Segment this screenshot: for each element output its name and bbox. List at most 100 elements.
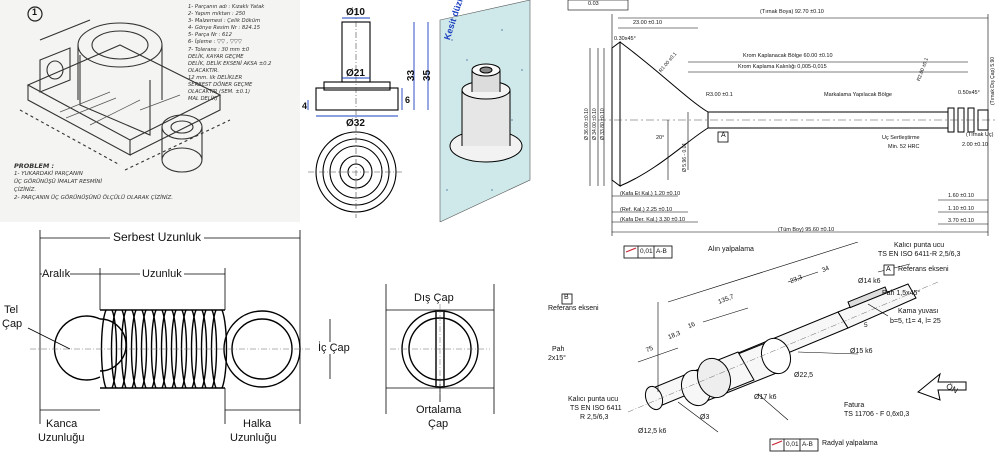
fatura-1: Fatura bbox=[844, 402, 865, 409]
ref-a-label: Referans ekseni bbox=[898, 266, 949, 273]
dim-tol: 0.03 bbox=[588, 1, 599, 7]
label-uzunluk: Uzunluk bbox=[140, 268, 184, 280]
ref-b-label: Referans ekseni bbox=[548, 305, 599, 312]
note-line: DELİK, KAYAR GEÇME bbox=[188, 53, 244, 60]
label-serbest: Serbest Uzunluk bbox=[110, 230, 205, 244]
dim-markalama: Markalama Yapılacak Bölge bbox=[824, 92, 892, 98]
dim-tirnak-boya: (Tırnak Boya) 92.70 ±0.10 bbox=[760, 9, 824, 15]
note-line: 7- Tolerans : 30 mm ±0 bbox=[188, 46, 250, 53]
dim-370: 3.70 ±0.10 bbox=[948, 218, 974, 224]
dim-tirnak-cap: (Tırnak Dış Çap) 5.90 bbox=[990, 56, 996, 105]
note-line: 5- Parça Nr : 612 bbox=[188, 32, 232, 39]
label-kanca-1: Kanca bbox=[46, 418, 78, 430]
dim-d21: Ø21 bbox=[346, 68, 365, 79]
kalici-top-1: Kalıcı punta ucu bbox=[894, 242, 945, 249]
shaft-drawing bbox=[561, 242, 967, 452]
note-line: OLACAKTIR (SEM. ±0.1) bbox=[188, 89, 251, 96]
alin-label: Alın yalpalama bbox=[708, 246, 754, 253]
dim-seat2: Ø 33.80 ±0.10 bbox=[600, 108, 606, 140]
shaft-panel: 0,01 A-B Alın yalpalama Kalıcı punta ucu… bbox=[538, 242, 1000, 472]
dim-uc-sert: Uç Sertleştirme bbox=[882, 135, 920, 141]
valve-drawing bbox=[567, 0, 998, 236]
problem-title: PROBLEM : bbox=[14, 162, 55, 170]
label-ic-cap: İç Çap bbox=[318, 342, 350, 354]
dim-krom-kalinlik: Krom Kaplama Kalınlığı 0,005-0,015 bbox=[738, 64, 827, 70]
label-tel-1: Tel bbox=[4, 304, 19, 316]
dim-angle: 20° bbox=[656, 135, 665, 141]
dim-23: 23.00 ±0.10 bbox=[633, 20, 663, 26]
dim-d10: Ø10 bbox=[346, 7, 365, 18]
radyal-label: Radyal yalpalama bbox=[822, 440, 878, 447]
runout-ref-bot: A-B bbox=[802, 441, 813, 448]
kama-dims: b=5, t1= 4, l= 25 bbox=[890, 318, 941, 325]
note-line: 2- Yapım miktarı : 250 bbox=[188, 11, 246, 18]
dim-d14: Ø14 k6 bbox=[858, 278, 881, 285]
problem-block: PROBLEM : 1- YUKARDAKİ PARÇANIN ÜÇ GÖRÜN… bbox=[14, 162, 173, 202]
note-line: 6- İşleme : ▽▽ , ▽▽▽ bbox=[188, 39, 242, 46]
problem-line: 1- YUKARDAKİ PARÇANIN bbox=[14, 171, 83, 177]
label-halka-2: Uzunluğu bbox=[230, 432, 277, 444]
dim-d15: Ø15 k6 bbox=[850, 348, 873, 355]
dim-head: Ø 36.00 ±0.10 bbox=[584, 108, 590, 140]
label-tel-2: Çap bbox=[2, 318, 23, 330]
dim-kafa-der: (Kafa Der. Kal.) 3.30 ±0.10 bbox=[620, 217, 686, 223]
problem-line: ÜÇ GÖRÜNÜŞÜ İMALAT RESMİNİ bbox=[14, 179, 103, 185]
len-5: 5 bbox=[864, 322, 868, 329]
dim-stem: Ø 5.96 - 0.01 bbox=[682, 142, 688, 172]
dim-chamfer2: 0.50x45° bbox=[958, 90, 980, 96]
sketch-index-label: 1 bbox=[32, 7, 38, 17]
spring-panel: Serbest Uzunluk Aralık Uzunluk Tel Çap İ… bbox=[0, 224, 536, 472]
dim-h35: 35 bbox=[422, 69, 434, 82]
valve-panel: (Tırnak Boya) 92.70 ±0.10 0.03 23.00 ±0.… bbox=[538, 0, 1000, 240]
dim-d125: Ø12,5 k6 bbox=[638, 428, 667, 435]
spool-drawing bbox=[307, 0, 531, 222]
label-halka-1: Halka bbox=[243, 418, 272, 430]
sketch-notes: 1- Parçanın adı : Kızaklı Yatak 2- Yapım… bbox=[188, 4, 271, 103]
kama-label: Kama yuvası bbox=[898, 308, 939, 315]
dim-tirnak-uc: (Tırnak Uç) bbox=[966, 132, 994, 138]
kalici-top-2: TS EN ISO 6411-R 2,5/6,3 bbox=[878, 251, 961, 258]
dim-ref-kal: (Ref. Kal.) 2.25 ±0.10 bbox=[620, 207, 673, 213]
dim-min-hrc: Min. 52 HRC bbox=[888, 144, 920, 150]
note-line: 12 mm. lik DELİKLER bbox=[188, 74, 243, 81]
dim-pah15: Pah 1,5x45° bbox=[882, 290, 921, 297]
kalici-bot-2: TS EN ISO 6411 bbox=[570, 405, 622, 412]
runout-ref-top: A-B bbox=[656, 248, 667, 255]
dim-kafa-et: (Kafa Et Kal.) 1.20 ±0.10 bbox=[620, 191, 681, 197]
sketch-panel: 1 1- Parçanın adı : Kızaklı Yatak 2- Yap… bbox=[0, 0, 300, 222]
note-line: 4- Gönye Resim Nr : 824.15 bbox=[188, 25, 261, 32]
runout-bot: 0,01 bbox=[786, 441, 799, 448]
kalici-bot-3: R 2,5/6,3 bbox=[580, 414, 609, 421]
dim-r3: R3.00 ±0.1 bbox=[706, 92, 733, 98]
problem-line: ÇİZİNİZ. bbox=[14, 187, 37, 193]
dim-h33: 33 bbox=[406, 69, 418, 82]
dim-200: 2.00 ±0.10 bbox=[962, 142, 988, 148]
dim-tum-boy: (Tüm Boy) 95.60 ±0.10 bbox=[778, 227, 835, 233]
dim-160: 1.60 ±0.10 bbox=[948, 193, 974, 199]
note-line: 3- Malzemesi : Çelik Döküm bbox=[188, 18, 261, 25]
dim-d225: Ø22,5 bbox=[794, 372, 814, 379]
note-line: DELİK, DELİK EKSENİ AKSA ±0.2 bbox=[188, 60, 272, 67]
note-line: MAL DELİK) bbox=[188, 96, 218, 103]
note-line: OLACAKTIR. bbox=[188, 67, 220, 74]
runout-top: 0,01 bbox=[640, 248, 653, 255]
dim-d32: Ø32 bbox=[346, 118, 365, 129]
dim-h4: 4 bbox=[302, 101, 308, 111]
isometric-sketch bbox=[19, 6, 231, 173]
label-kanca-2: Uzunluğu bbox=[38, 432, 85, 444]
dim-d17: Ø17 k6 bbox=[754, 394, 777, 401]
note-line: 1- Parçanın adı : Kızaklı Yatak bbox=[188, 4, 265, 10]
pah-left-1: Pah bbox=[552, 346, 565, 353]
kalici-bot-1: Kalıcı punta ucu bbox=[568, 396, 619, 403]
label-aralik: Aralık bbox=[42, 268, 71, 280]
dim-seat1: Ø 34.00 ±0.10 bbox=[592, 108, 598, 140]
fatura-2: TS 11706 - F 0,6x0,3 bbox=[844, 411, 910, 418]
dim-110: 1.10 ±0.10 bbox=[948, 206, 974, 212]
dim-chamfer1: 0.30x45° bbox=[614, 36, 636, 42]
ref-a-letter: A bbox=[886, 266, 891, 273]
label-dis-cap: Dış Çap bbox=[414, 292, 454, 304]
ref-b-letter: B bbox=[564, 294, 569, 301]
label-ortalama-2: Çap bbox=[428, 418, 449, 430]
dim-d3: Ø3 bbox=[700, 414, 710, 421]
problem-line: 2- PARÇANIN ÜÇ GÖRÜNÜŞÜNÜ ÖLÇÜLÜ OLARAK … bbox=[14, 195, 173, 201]
